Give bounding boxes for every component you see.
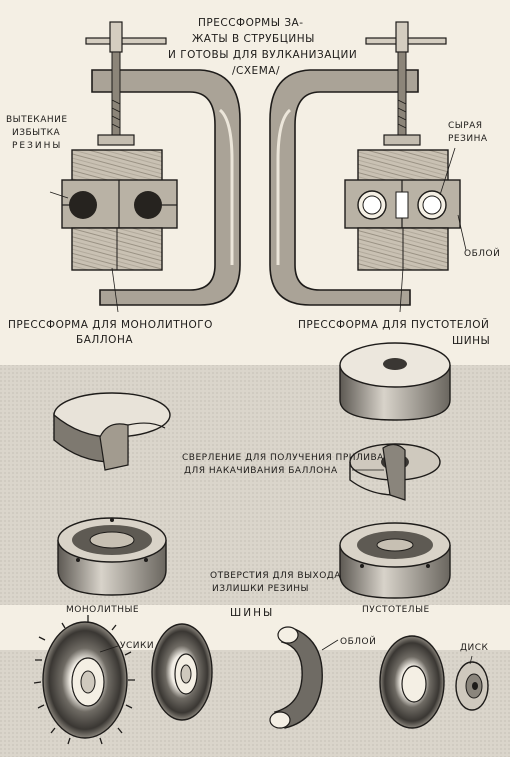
solid-mold-base	[57, 517, 167, 596]
title-line-3: И ГОТОВЫ ДЛЯ ВУЛКАНИЗАЦИИ	[168, 49, 358, 61]
wheel-disk	[455, 655, 489, 711]
solid-tire-section-right	[134, 191, 162, 219]
solid-mold-caption-2: БАЛЛОНА	[76, 334, 134, 346]
raw-rubber-label-1: СЫРАЯ	[448, 121, 483, 131]
overflow-label-1: ВЫТЕКАНИЕ	[6, 115, 68, 125]
c-frame-right	[269, 69, 419, 306]
flash-label: ОБЛОЙ	[464, 249, 501, 259]
solid-tires-label: МОНОЛИТНЫЕ	[66, 605, 140, 615]
tire-solid-whiskers	[33, 615, 135, 745]
whiskers-label: УСИКИ	[120, 641, 155, 651]
upper-block	[71, 149, 163, 183]
left-clamp	[49, 21, 241, 313]
tires-heading: ШИНЫ	[230, 607, 275, 619]
title-line-4: /СХЕМА/	[232, 65, 280, 77]
holes-caption-1: ОТВЕРСТИЯ ДЛЯ ВЫХОДА	[210, 571, 341, 581]
tire-hollow-cutaway	[269, 626, 339, 729]
title-line-2: ЖАТЫ В СТРУБЦИНЫ	[192, 33, 315, 45]
solid-mold-caption-1: ПРЕССФОРМА ДЛЯ МОНОЛИТНОГО	[8, 319, 213, 331]
t-handle	[85, 37, 167, 45]
title-line-1: ПРЕССФОРМЫ ЗА-	[198, 17, 304, 29]
c-frame	[91, 69, 241, 306]
drilling-caption-2: ДЛЯ НАКАЧИВАНИЯ БАЛЛОНА	[184, 466, 338, 476]
hollow-tires-label: ПУСТОТЕЛЫЕ	[362, 605, 430, 615]
hollow-mold-core	[349, 443, 441, 501]
drilling-caption-1: СВЕРЛЕНИЕ ДЛЯ ПОЛУЧЕНИЯ ПРИЛИВА	[182, 453, 384, 463]
right-clamp	[269, 21, 467, 313]
tire-solid	[151, 623, 213, 721]
overflow-label-2: ИЗБЫТКА	[12, 128, 61, 138]
overflow-label-3: РЕЗИНЫ	[12, 141, 63, 151]
hollow-mold-top	[339, 342, 451, 421]
disk-label: ДИСК	[460, 643, 489, 653]
solid-mold-half	[53, 392, 171, 471]
flash-label-2: ОБЛОЙ	[340, 637, 377, 647]
solid-tire-section-left	[69, 191, 97, 219]
tire-hollow	[379, 635, 445, 729]
hollow-mold-base	[339, 522, 451, 599]
hollow-mold-caption-1: ПРЕССФОРМА ДЛЯ ПУСТОТЕЛОЙ	[298, 319, 490, 331]
upper-block-right	[357, 149, 449, 183]
raw-rubber-label-2: РЕЗИНА	[448, 134, 488, 144]
hollow-mold-caption-2: ШИНЫ	[452, 335, 491, 347]
holes-caption-2: ИЗЛИШКИ РЕЗИНЫ	[212, 584, 309, 594]
